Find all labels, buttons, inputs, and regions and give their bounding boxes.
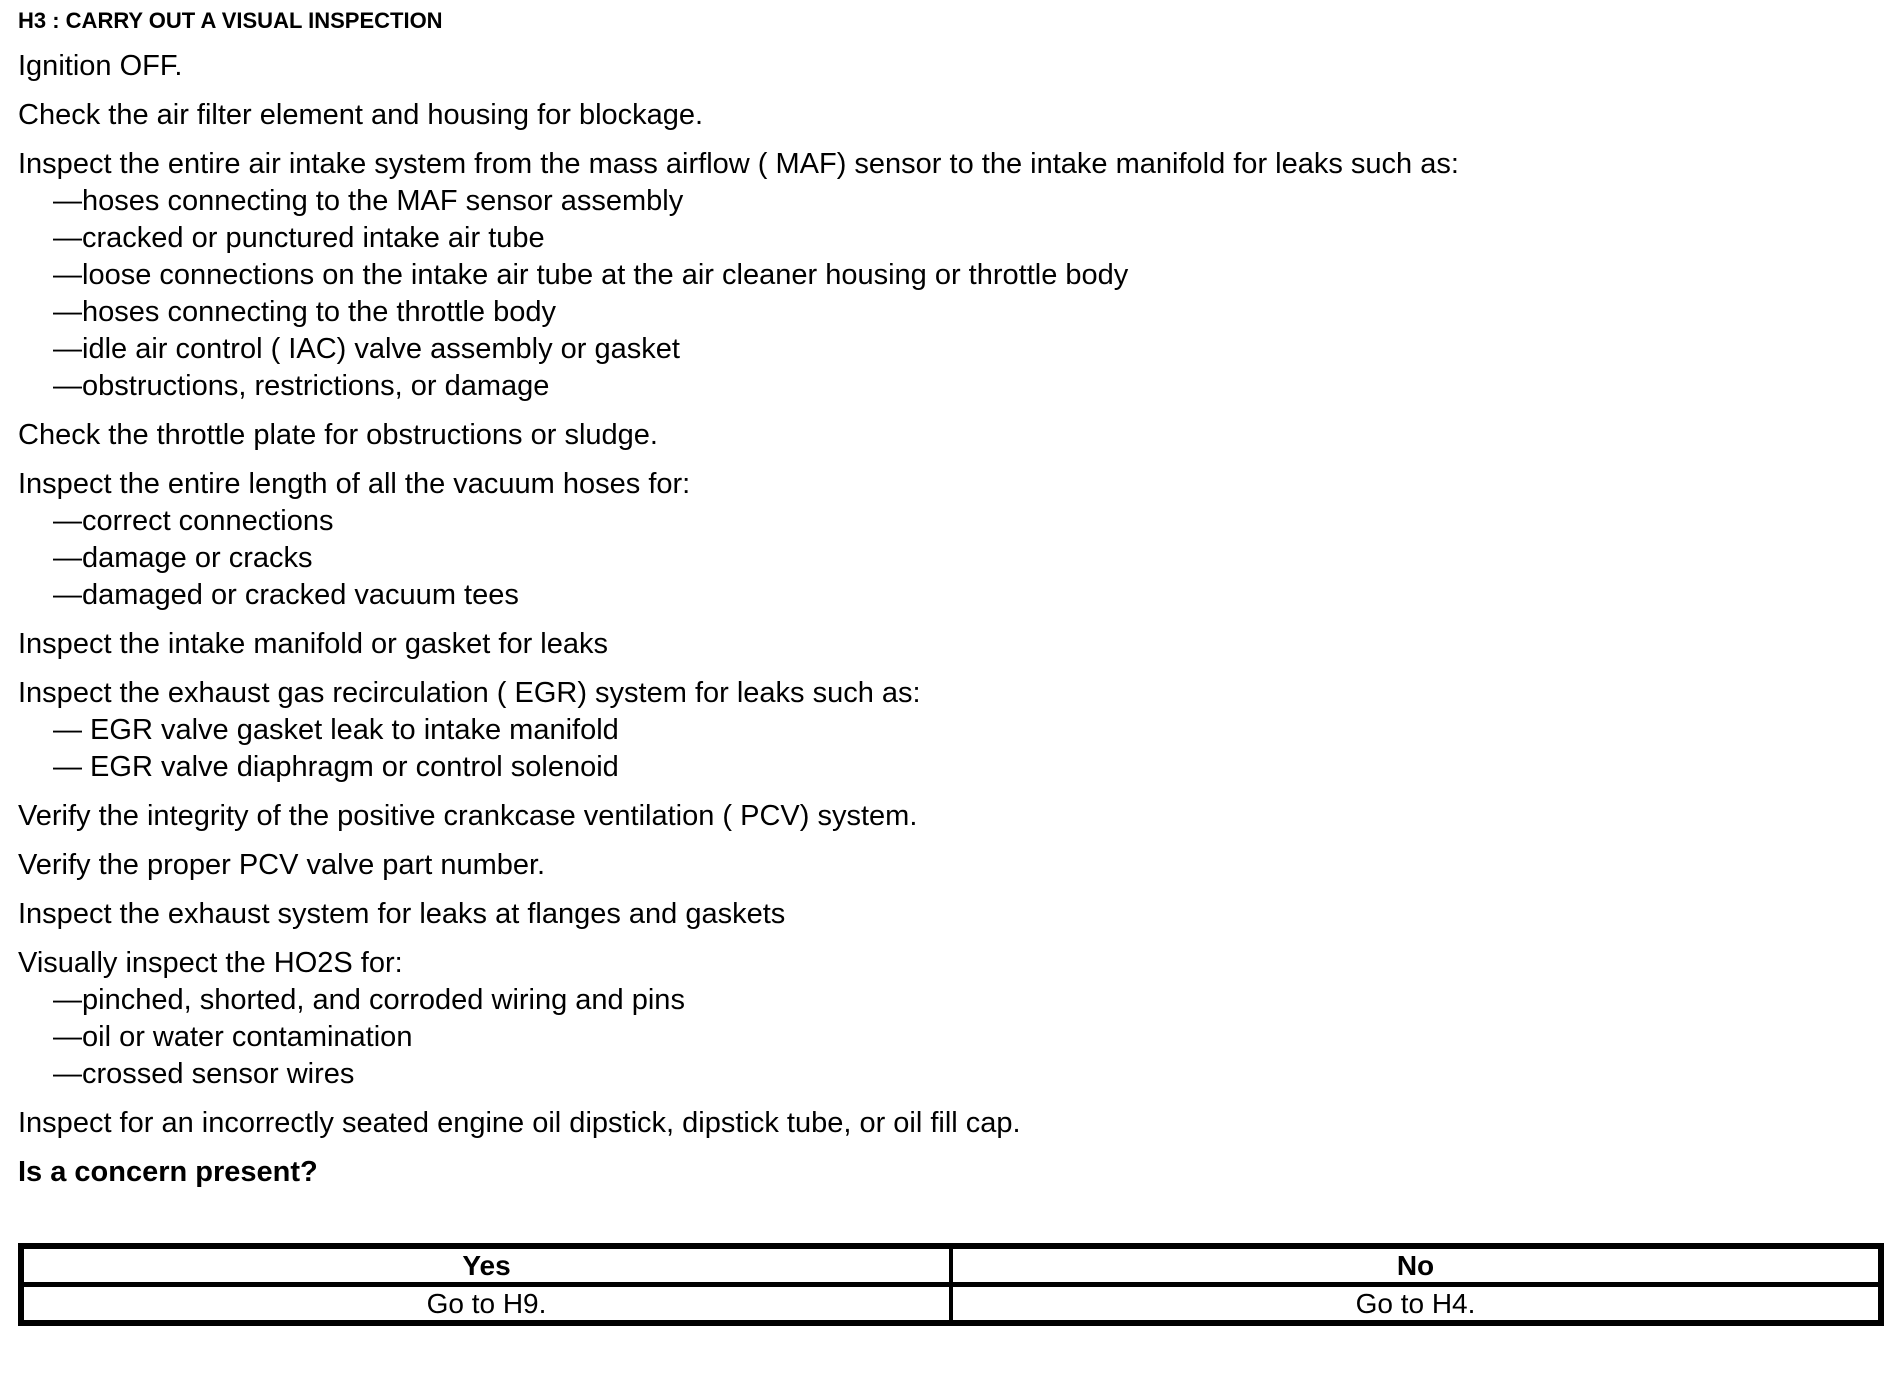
yes-action-cell: Go to H9. <box>19 1282 953 1325</box>
step-list-item: —pinched, shorted, and corroded wiring a… <box>53 984 685 1016</box>
step-list-item: —damage or cracks <box>53 542 313 574</box>
step-paragraph: Inspect for an incorrectly seated engine… <box>18 1107 1021 1139</box>
question-text: Is a concern present? <box>18 1156 318 1188</box>
no-action-cell: Go to H4. <box>949 1282 1883 1325</box>
step-paragraph: Inspect the exhaust gas recirculation ( … <box>18 677 921 709</box>
step-list-item: — EGR valve diaphragm or control solenoi… <box>53 751 619 783</box>
step-paragraph: Inspect the entire length of all the vac… <box>18 468 691 500</box>
decision-table: Yes No Go to H9. Go to H4. <box>18 1243 1884 1326</box>
step-list-item: —damaged or cracked vacuum tees <box>53 579 519 611</box>
procedure-title: H3 : CARRY OUT A VISUAL INSPECTION <box>18 8 443 33</box>
step-list-item: —correct connections <box>53 505 334 537</box>
yes-header-cell: Yes <box>19 1244 953 1287</box>
decision-table-action-row: Go to H9. Go to H4. <box>19 1282 1883 1325</box>
step-paragraph: Verify the proper PCV valve part number. <box>18 849 546 881</box>
step-paragraph: Inspect the exhaust system for leaks at … <box>18 898 786 930</box>
step-list-item: —loose connections on the intake air tub… <box>53 259 1129 291</box>
step-list-item: —hoses connecting to the throttle body <box>53 296 556 328</box>
step-paragraph: Visually inspect the HO2S for: <box>18 947 403 979</box>
step-paragraph: Check the air filter element and housing… <box>18 99 704 131</box>
decision-table-header-row: Yes No <box>19 1244 1883 1287</box>
no-header-cell: No <box>949 1244 1883 1287</box>
step-list-item: —hoses connecting to the MAF sensor asse… <box>53 185 684 217</box>
step-list-item: —idle air control ( IAC) valve assembly … <box>53 333 680 365</box>
step-list-item: —cracked or punctured intake air tube <box>53 222 545 254</box>
step-list-item: —obstructions, restrictions, or damage <box>53 370 550 402</box>
step-paragraph: Verify the integrity of the positive cra… <box>18 800 918 832</box>
step-list-item: —oil or water contamination <box>53 1021 413 1053</box>
step-list-item: — EGR valve gasket leak to intake manifo… <box>53 714 619 746</box>
step-paragraph: Inspect the entire air intake system fro… <box>18 148 1459 180</box>
step-paragraph: Ignition OFF. <box>18 50 183 82</box>
step-paragraph: Check the throttle plate for obstruction… <box>18 419 658 451</box>
step-list-item: —crossed sensor wires <box>53 1058 355 1090</box>
step-paragraph: Inspect the intake manifold or gasket fo… <box>18 628 608 660</box>
